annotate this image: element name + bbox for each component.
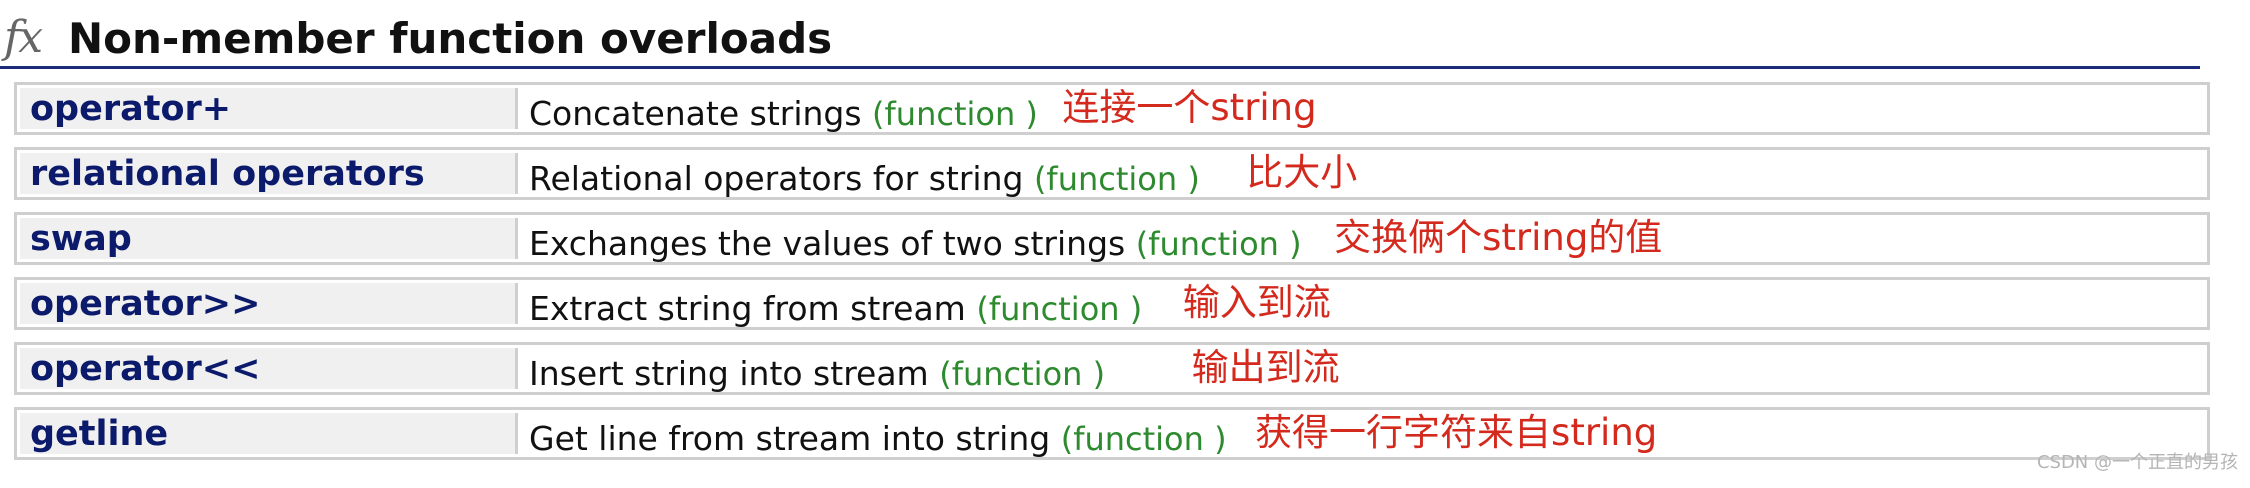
section-header: fx Non-member function overloads xyxy=(0,8,2200,69)
function-tag: (function ) xyxy=(872,94,1038,133)
annotation-note: 连接一个string xyxy=(1062,85,1317,129)
function-tag: (function ) xyxy=(976,289,1143,328)
function-description-cell: Exchanges the values of two strings (fun… xyxy=(529,212,1662,266)
function-description: Extract string from stream xyxy=(529,288,966,328)
function-description-cell: Concatenate strings (function ) 连接一个stri… xyxy=(529,82,1317,136)
function-description: Relational operators for string xyxy=(529,158,1024,198)
table-row: getline Get line from stream into string… xyxy=(14,407,2210,460)
function-description: Get line from stream into string xyxy=(529,418,1051,458)
table-row: swap Exchanges the values of two strings… xyxy=(14,212,2210,265)
table-row: operator+ Concatenate strings (function … xyxy=(14,82,2210,135)
table-row: relational operators Relational operator… xyxy=(14,147,2210,200)
function-link-getline[interactable]: getline xyxy=(30,413,169,454)
function-description: Exchanges the values of two strings xyxy=(529,223,1126,263)
function-name-cell: swap xyxy=(20,218,518,259)
function-table: operator+ Concatenate strings (function … xyxy=(14,82,2210,472)
function-link-relational-operators[interactable]: relational operators xyxy=(30,153,425,194)
function-description: Insert string into stream xyxy=(529,353,929,393)
watermark: CSDN @一个正直的男孩 xyxy=(2036,452,2238,473)
table-row: operator>> Extract string from stream (f… xyxy=(14,277,2210,330)
annotation-note: 输入到流 xyxy=(1182,280,1331,324)
function-tag: (function ) xyxy=(939,354,1106,393)
section-title: Non-member function overloads xyxy=(68,14,833,63)
annotation-note: 交换俩个string的值 xyxy=(1334,215,1663,259)
function-tag: (function ) xyxy=(1060,419,1227,458)
function-description-cell: Insert string into stream (function ) 输出… xyxy=(529,342,1340,396)
table-row: operator<< Insert string into stream (fu… xyxy=(14,342,2210,395)
function-name-cell: relational operators xyxy=(20,153,518,194)
function-link-swap[interactable]: swap xyxy=(30,218,132,259)
function-link-operator-extract[interactable]: operator>> xyxy=(30,283,261,324)
annotation-note: 比大小 xyxy=(1246,150,1358,194)
function-tag: (function ) xyxy=(1033,159,1200,198)
fx-icon: fx xyxy=(4,12,43,63)
function-name-cell: getline xyxy=(20,413,518,454)
function-link-operator-plus[interactable]: operator+ xyxy=(30,88,232,129)
function-description-cell: Extract string from stream (function ) 输… xyxy=(529,277,1331,331)
function-description: Concatenate strings xyxy=(529,93,862,133)
function-description-cell: Get line from stream into string (functi… xyxy=(529,407,1657,461)
annotation-note: 输出到流 xyxy=(1191,345,1340,389)
function-tag: (function ) xyxy=(1135,224,1302,263)
function-name-cell: operator+ xyxy=(20,88,518,129)
function-link-operator-insert[interactable]: operator<< xyxy=(30,348,261,389)
function-name-cell: operator>> xyxy=(20,283,518,324)
function-name-cell: operator<< xyxy=(20,348,518,389)
annotation-note: 获得一行字符来自string xyxy=(1255,410,1658,454)
function-description-cell: Relational operators for string (functio… xyxy=(529,147,1357,201)
